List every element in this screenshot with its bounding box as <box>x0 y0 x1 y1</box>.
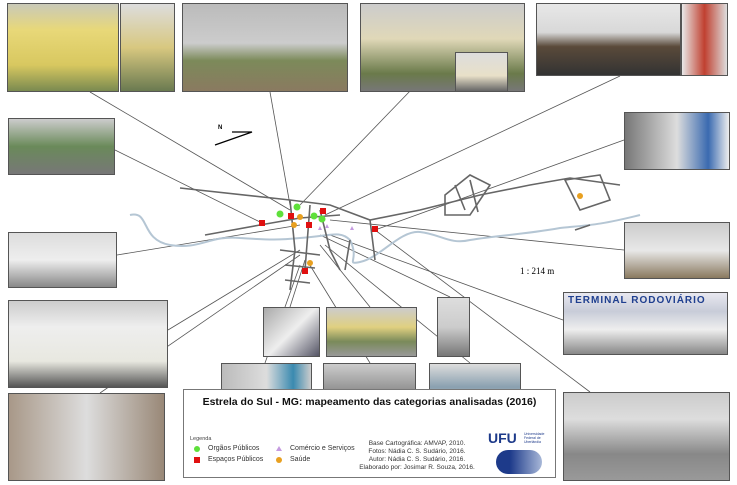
orange-circle-icon <box>276 456 282 463</box>
river <box>129 213 641 264</box>
marker-comercio-servicos <box>318 224 354 230</box>
photo-stairs <box>263 307 320 357</box>
marker-espacos-publicos <box>306 222 312 228</box>
legend-heading: Legenda <box>190 436 212 442</box>
ufu-logo-subtitle: Universidade Federal de Uberlândia <box>524 432 545 444</box>
marker-orgaos-publicos <box>293 203 301 211</box>
marker-orgaos-publicos <box>318 215 326 223</box>
north-label: N <box>218 125 223 131</box>
legend-item-orgaos: Orgãos Públicos <box>194 445 259 452</box>
photo-terminal: TERMINAL RODOVIÁRIO <box>563 292 728 355</box>
photo-public-building <box>8 300 168 388</box>
green-circle-icon <box>194 445 200 452</box>
roads <box>179 174 621 291</box>
legend-box: Estrela do Sul - MG: mapeamento das cate… <box>183 389 556 478</box>
marker-saude <box>307 260 313 266</box>
marker-espacos-publicos <box>259 220 265 226</box>
map-title: Estrela do Sul - MG: mapeamento das cate… <box>202 396 537 408</box>
photo-market <box>563 392 730 481</box>
legend-item-saude: Saúde <box>276 456 310 463</box>
north-arrow-icon <box>214 131 253 146</box>
terminal-sign: TERMINAL RODOVIÁRIO <box>568 295 706 306</box>
photo-office <box>681 3 728 76</box>
marker-espacos-publicos <box>320 208 326 214</box>
marker-saude <box>577 193 583 199</box>
scale-label: 1 : 214 m <box>520 266 555 276</box>
credits: Base Cartográfica: AMVAP, 2010. Fotos: N… <box>359 440 475 471</box>
marker-orgaos-publicos <box>276 210 284 218</box>
photo-street-2 <box>624 112 730 170</box>
photo-school-2 <box>624 222 730 279</box>
marker-espacos-publicos <box>288 213 294 219</box>
legend-item-comercio: Comércio e Serviços <box>276 445 355 452</box>
photo-church <box>7 3 119 92</box>
red-square-icon <box>194 456 200 463</box>
photo-inset <box>455 52 508 92</box>
markers <box>259 193 583 274</box>
photo-church-tower <box>120 3 175 92</box>
marker-saude <box>291 222 297 228</box>
marker-orgaos-publicos <box>310 212 318 220</box>
purple-triangle-icon <box>276 446 282 451</box>
legend-item-espacos: Espaços Públicos <box>194 456 263 463</box>
photo-house <box>437 297 470 357</box>
photo-square <box>182 3 348 92</box>
ufu-logo: UFU <box>488 430 517 446</box>
photo-school <box>8 232 117 288</box>
marker-saude <box>297 214 303 220</box>
photo-park <box>326 307 417 357</box>
photo-chamber <box>536 3 681 76</box>
photo-street-1 <box>8 118 115 175</box>
marker-espacos-publicos <box>302 268 308 274</box>
program-logo-icon <box>496 450 542 474</box>
marker-espacos-publicos <box>372 226 378 232</box>
photo-alley <box>8 393 165 481</box>
